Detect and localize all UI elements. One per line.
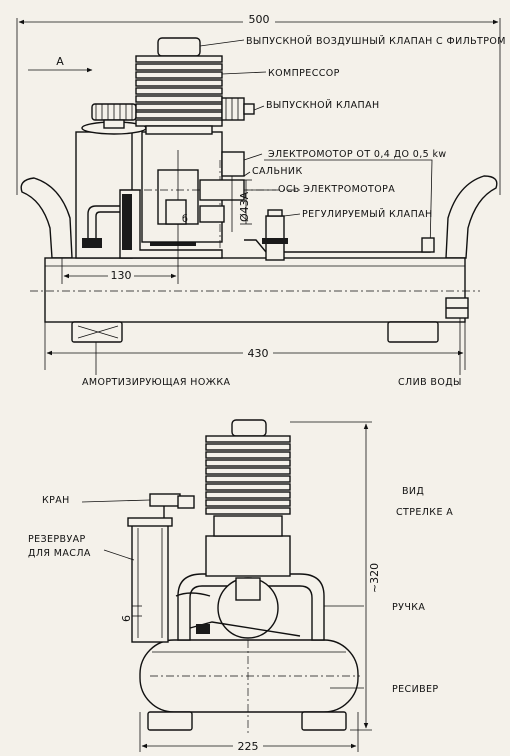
- end-compressor-body: [205, 535, 291, 577]
- end-foot-right: [301, 711, 347, 731]
- left-curved-handle: [20, 177, 73, 259]
- view-arrow-a: A: [28, 55, 93, 73]
- receiver-tank: [44, 257, 466, 323]
- end-cooling-fins: [205, 419, 291, 537]
- dim-6: 6: [120, 605, 142, 622]
- water-drain-label: СЛИВ ВОДЫ: [398, 377, 462, 388]
- handle-label: РУЧКА: [392, 602, 425, 613]
- end-oil-tank: [131, 523, 169, 643]
- view-label-2: СТРЕЛКЕ А: [396, 507, 453, 518]
- dim-430: 430: [44, 322, 466, 370]
- faucet-label: КРАН: [42, 495, 70, 506]
- dim-225-label: 225: [238, 740, 259, 753]
- oil-tank-label-2: ДЛЯ МАСЛА: [28, 548, 91, 559]
- dim-130-label: 130: [111, 269, 132, 282]
- gland-label: САЛЬНИК: [252, 166, 303, 177]
- dim-130: 130: [61, 250, 179, 284]
- exhaust-valve-nut: [221, 97, 245, 121]
- oil-tank-label-1: РЕЗЕРВУАР: [28, 534, 86, 545]
- end-faucet: [149, 493, 181, 507]
- dim-shaft-label: Ø43А: [238, 191, 251, 222]
- end-handle: [177, 573, 325, 641]
- right-curved-handle: [445, 175, 498, 259]
- small-b-label: б: [182, 214, 188, 225]
- compressor-label: КОМПРЕССОР: [268, 68, 340, 79]
- dim-430-label: 430: [248, 347, 269, 360]
- shock-foot-right: [387, 321, 439, 343]
- oil-pipe: [87, 205, 128, 244]
- dim-shaft: Ø43А: [231, 176, 251, 232]
- dim-overall-width: 500: [16, 12, 501, 195]
- motor-axis-label: ОСЬ ЭЛЕКТРОМОТОРА: [278, 184, 395, 195]
- view-arrow-a-label: A: [56, 55, 64, 68]
- motor-label: ЭЛЕКТРОМОТОР ОТ 0,4 ДО 0,5 kw: [268, 149, 447, 160]
- exhaust-air-valve-label: ВЫПУСКНОЙ ВОЗДУШНЫЙ КЛАПАН С ФИЛЬТРОМ: [246, 35, 506, 47]
- dim-6-label: 6: [120, 615, 133, 622]
- end-view: ~320 225 6 КРАН РЕЗЕРВУАР ДЛЯ МАСЛА ВИД …: [28, 419, 453, 753]
- side-view: 500 A: [16, 12, 506, 388]
- dim-320-label: ~320: [368, 563, 381, 593]
- dim-320: ~320: [290, 421, 381, 731]
- end-foot-left: [147, 711, 193, 731]
- dim-225: 225: [139, 712, 359, 753]
- view-label-1: ВИД: [402, 486, 424, 497]
- adjustable-valve-label: РЕГУЛИРУЕМЫЙ КЛАПАН: [302, 208, 433, 220]
- shock-foot-label: АМОРТИЗИРУЮЩАЯ НОЖКА: [82, 377, 230, 388]
- exhaust-valve-label: ВЫПУСКНОЙ КЛАПАН: [266, 99, 380, 111]
- receiver-label: РЕСИВЕР: [392, 684, 439, 695]
- gland: [221, 151, 245, 177]
- cooling-fins: [135, 37, 223, 135]
- dim-500-label: 500: [249, 13, 270, 26]
